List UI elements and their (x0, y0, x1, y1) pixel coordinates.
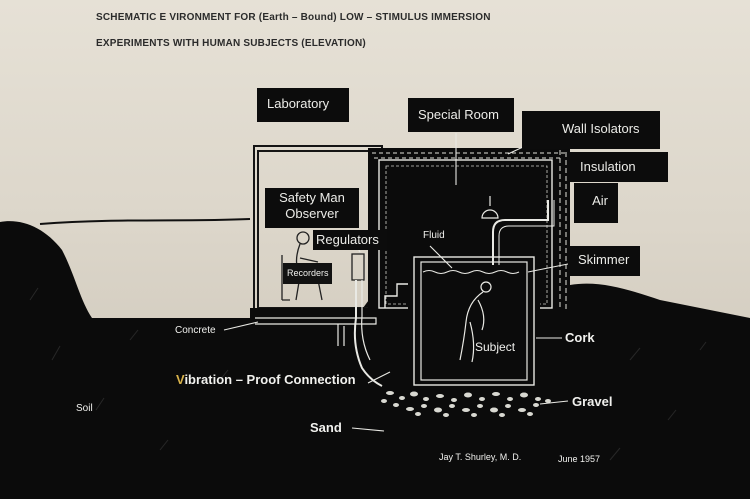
label-fluid: Fluid (423, 230, 445, 241)
label-cork: Cork (565, 330, 595, 345)
concrete-pipe (337, 324, 345, 346)
recorders-box (283, 263, 332, 284)
diagram-title-line-1: SCHEMATIC E VIRONMENT FOR (Earth – Bound… (96, 12, 491, 23)
regulators-device (351, 253, 365, 281)
ground-surface-line (39, 218, 251, 225)
label-insulation: Insulation (570, 152, 668, 182)
laboratory-floor (250, 308, 382, 318)
label-sand: Sand (310, 420, 342, 435)
background-texture (29, 287, 707, 461)
diagram-title-line-2: EXPERIMENTS WITH HUMAN SUBJECTS (ELEVATI… (96, 38, 366, 49)
laboratory-room (253, 145, 383, 312)
fluid-surface (422, 270, 520, 274)
gravel-bed (381, 391, 551, 417)
tank-pit (408, 252, 540, 390)
label-special-room: Special Room (408, 98, 514, 132)
label-vibration-initial: V (176, 372, 185, 387)
label-observer: Observer (285, 206, 339, 222)
vibration-proof-connection (353, 280, 383, 387)
vibration-proof-connection-2 (361, 280, 371, 361)
wall-isolators-lines (372, 152, 565, 159)
insulation-wall (559, 150, 567, 310)
label-skimmer: Skimmer (568, 246, 640, 276)
label-vibration-proof-connection: Vibration – Proof Connection (176, 372, 356, 387)
label-soil: Soil (76, 403, 93, 414)
observer-figure (281, 231, 323, 301)
author-date: June 1957 (558, 454, 601, 464)
concrete-footing (255, 317, 377, 325)
label-wall-isolators: Wall Isolators (522, 111, 660, 149)
air-supply-tube-inner (498, 200, 555, 265)
label-air: Air (574, 183, 618, 223)
air-supply-tube (492, 200, 549, 265)
label-recorders: Recorders (287, 268, 329, 278)
label-safety-man-observer: Safety Man Observer (265, 188, 359, 228)
label-concrete: Concrete (175, 325, 216, 336)
hanging-fixture (481, 196, 499, 219)
subject-figure (459, 281, 492, 363)
label-gravel: Gravel (572, 394, 613, 409)
label-regulators: Regulators (313, 230, 387, 250)
author-signature: Jay T. Shurley, M. D. (439, 452, 522, 462)
label-vibration-rest: ibration – Proof Connection (184, 372, 356, 387)
label-subject: Subject (475, 340, 516, 354)
label-safety-man: Safety Man (279, 190, 345, 205)
label-laboratory: Laboratory (257, 88, 349, 122)
